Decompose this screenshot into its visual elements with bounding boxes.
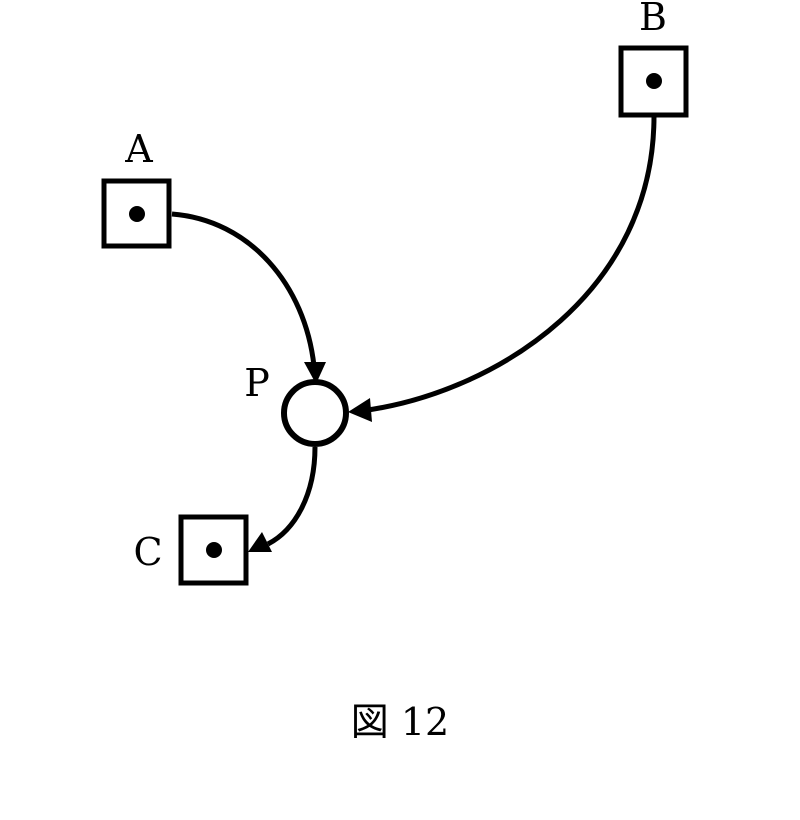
node-c: C [133,514,249,586]
arrowhead-b-to-p [348,398,372,422]
edge-b-to-p [367,115,657,413]
node-c-token [206,542,222,558]
node-a-box [101,178,172,249]
node-p: P [244,361,349,447]
node-p-label: P [244,361,270,405]
arrowhead-a-to-p [304,362,326,384]
node-b: B [618,0,689,118]
node-b-label: B [639,0,667,39]
node-p-circle [281,379,349,447]
edge-p-to-c [266,446,318,547]
node-b-token [646,73,662,89]
node-a: A [101,127,172,249]
edge-a-to-p [171,211,317,367]
node-a-token [129,206,145,222]
node-a-label: A [124,127,153,171]
figure-caption: 図 12 [351,700,449,744]
node-c-label: C [133,530,162,574]
arrowhead-p-to-c [248,532,272,552]
